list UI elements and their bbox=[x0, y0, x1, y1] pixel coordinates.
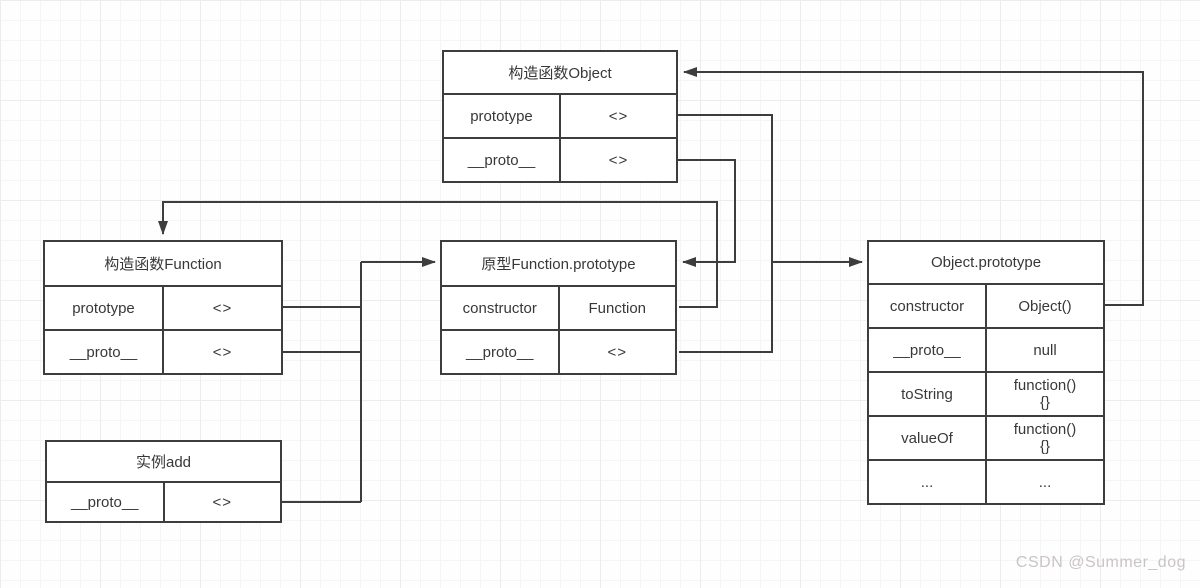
row-value: null bbox=[985, 329, 1103, 371]
node-title: Object.prototype bbox=[930, 254, 1042, 271]
row-value: <> bbox=[162, 331, 281, 373]
row-value: <> bbox=[162, 483, 281, 521]
row-key: ... bbox=[920, 473, 934, 491]
row-value: Object() bbox=[985, 285, 1103, 327]
node-object-prototype: Object.prototype constructor Object() __… bbox=[867, 240, 1105, 505]
row-value: Function bbox=[557, 287, 676, 329]
row-key: constructor bbox=[889, 297, 965, 315]
row-value: <> bbox=[559, 95, 676, 137]
table-row: toString function() {} bbox=[869, 371, 1103, 415]
table-row: __proto__ <> bbox=[47, 481, 280, 521]
table-row: valueOf function() {} bbox=[869, 415, 1103, 459]
row-key: __proto__ bbox=[893, 341, 961, 359]
node-function-constructor: 构造函数Function prototype <> __proto__ <> bbox=[43, 240, 283, 375]
row-value: function() {} bbox=[985, 417, 1103, 459]
node-add-instance: 实例add __proto__ <> bbox=[45, 440, 282, 523]
edge-trunk-objectctor-prototype-and-funcproto-proto bbox=[678, 114, 773, 353]
table-row: constructor Object() bbox=[869, 283, 1103, 327]
row-key: constructor bbox=[462, 299, 537, 317]
row-value: function() {} bbox=[985, 373, 1103, 415]
node-object-constructor: 构造函数Object prototype <> __proto__ <> bbox=[442, 50, 678, 183]
row-value: ... bbox=[985, 461, 1103, 503]
edge-trunk-left-cluster bbox=[280, 262, 362, 503]
table-row: ... ... bbox=[869, 459, 1103, 503]
node-function-prototype: 原型Function.prototype constructor Functio… bbox=[440, 240, 677, 375]
node-title: 原型Function.prototype bbox=[481, 256, 636, 273]
row-value: <> bbox=[162, 287, 281, 329]
table-row: __proto__ null bbox=[869, 327, 1103, 371]
row-value: <> bbox=[559, 139, 676, 181]
row-key: __proto__ bbox=[465, 343, 534, 361]
row-key: prototype bbox=[72, 299, 135, 317]
row-key: __proto__ bbox=[69, 343, 138, 361]
node-title: 构造函数Function bbox=[104, 256, 222, 273]
row-key: toString bbox=[901, 385, 953, 403]
row-value: <> bbox=[557, 331, 676, 373]
table-row: constructor Function bbox=[442, 285, 675, 329]
node-title: 构造函数Object bbox=[508, 65, 612, 82]
table-row: __proto__ <> bbox=[444, 137, 676, 181]
table-row: __proto__ <> bbox=[45, 329, 281, 373]
row-key: __proto__ bbox=[467, 151, 536, 169]
table-row: prototype <> bbox=[45, 285, 281, 329]
table-row: __proto__ <> bbox=[442, 329, 675, 373]
row-key: valueOf bbox=[901, 429, 953, 447]
table-row: prototype <> bbox=[444, 93, 676, 137]
row-key: prototype bbox=[470, 107, 533, 125]
csdn-watermark: CSDN @Summer_dog bbox=[1015, 554, 1186, 571]
row-key: __proto__ bbox=[70, 493, 139, 511]
node-title: 实例add bbox=[135, 454, 192, 471]
edge-objectctor-proto-to-funcproto bbox=[678, 159, 736, 267]
